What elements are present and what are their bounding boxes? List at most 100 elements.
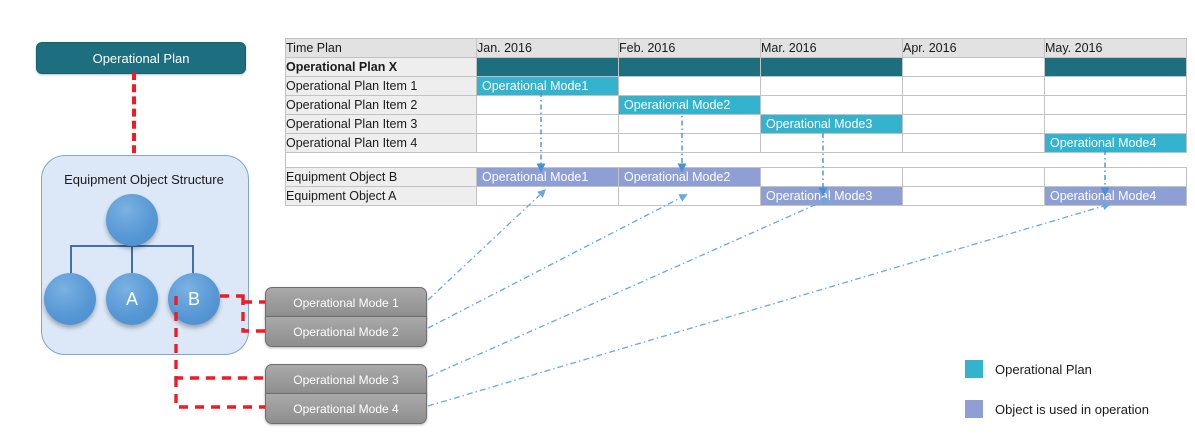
gantt-bar-head[interactable]: [761, 58, 902, 76]
equipment-node-b[interactable]: B: [168, 273, 220, 325]
gantt-bar-label: Operational Mode1: [482, 79, 589, 93]
gantt-bar-head[interactable]: [619, 58, 760, 76]
table-spacer-cell: [476, 152, 619, 168]
gantt-bar-obj[interactable]: Operational Mode2: [619, 168, 760, 186]
equipment-node-child-1[interactable]: [44, 273, 96, 325]
gantt-bar-obj[interactable]: Operational Mode1: [477, 168, 618, 186]
equipment-object-structure-title: Equipment Object Structure: [64, 172, 224, 187]
operational-mode-3-box[interactable]: Operational Mode 3: [265, 364, 427, 395]
gantt-bar-plan[interactable]: Operational Mode3: [761, 115, 902, 133]
equipment-node-b-label: B: [187, 288, 200, 309]
table-row[interactable]: Operational Plan Item 2 Operational Mode2: [285, 95, 1187, 115]
gantt-bar-label: Operational Mode1: [482, 170, 589, 184]
operational-mode-4-box[interactable]: Operational Mode 4: [265, 393, 427, 424]
gantt-bar-label: Operational Mode2: [624, 170, 731, 184]
arrow-mode2-to-objectB-feb: [427, 194, 688, 329]
operational-mode-2-label: Operational Mode 2: [293, 324, 399, 339]
table-cell[interactable]: [1044, 167, 1187, 187]
table-cell[interactable]: [760, 95, 903, 115]
table-cell[interactable]: [618, 114, 761, 134]
table-header-row: Time Plan Jan. 2016 Feb. 2016 Mar. 2016 …: [285, 38, 1187, 58]
row-label: Operational Plan Item 1: [285, 76, 477, 96]
operational-mode-1-box[interactable]: Operational Mode 1: [265, 287, 427, 318]
table-cell[interactable]: [618, 186, 761, 206]
table-cell[interactable]: Operational Mode1: [476, 76, 619, 96]
equipment-node-a[interactable]: A: [106, 273, 158, 325]
row-label: Operational Plan Item 4: [285, 133, 477, 153]
table-cell[interactable]: [476, 186, 619, 206]
gantt-bar-plan[interactable]: Operational Mode4: [1045, 134, 1186, 152]
equipment-node-root[interactable]: [106, 194, 158, 246]
table-cell[interactable]: [618, 57, 761, 77]
table-spacer-cell: [618, 152, 761, 168]
table-cell[interactable]: [476, 95, 619, 115]
table-cell[interactable]: [1044, 76, 1187, 96]
row-label: Operational Plan Item 3: [285, 114, 477, 134]
table-cell[interactable]: [1044, 114, 1187, 134]
gantt-bar-label: Operational Mode4: [1050, 136, 1157, 150]
column-header-may: May. 2016: [1044, 38, 1187, 58]
table-cell[interactable]: [1044, 95, 1187, 115]
gantt-bar-head[interactable]: [1045, 58, 1186, 76]
gantt-bar-obj[interactable]: Operational Mode3: [761, 187, 902, 205]
operational-mode-2-box[interactable]: Operational Mode 2: [265, 316, 427, 347]
table-cell[interactable]: Operational Mode4: [1044, 186, 1187, 206]
gantt-bar-plan[interactable]: Operational Mode1: [477, 77, 618, 95]
legend: Operational Plan Object is used in opera…: [965, 360, 1149, 440]
row-label: Operational Plan Item 2: [285, 95, 477, 115]
table-row[interactable]: Operational Plan X: [285, 57, 1187, 77]
gantt-bar-label: Operational Mode4: [1050, 189, 1157, 203]
table-row[interactable]: Operational Plan Item 3 Operational Mode3: [285, 114, 1187, 134]
table-cell[interactable]: [618, 76, 761, 96]
table-row[interactable]: Operational Plan Item 1 Operational Mode1: [285, 76, 1187, 96]
tree-line-left-branch: [70, 245, 72, 273]
table-row[interactable]: Operational Plan Item 4 Operational Mode4: [285, 133, 1187, 153]
arrow-mode3-to-objectA-mar: [427, 197, 830, 378]
table-cell[interactable]: [902, 95, 1045, 115]
table-cell[interactable]: [476, 133, 619, 153]
legend-label-operational-plan: Operational Plan: [995, 361, 1092, 377]
table-cell[interactable]: [1044, 57, 1187, 77]
table-corner-label: Time Plan: [285, 38, 477, 58]
table-cell[interactable]: [760, 76, 903, 96]
operational-mode-1-label: Operational Mode 1: [293, 295, 399, 310]
row-label: Equipment Object B: [285, 167, 477, 187]
gantt-bar-head[interactable]: [477, 58, 618, 76]
table-cell[interactable]: Operational Mode4: [1044, 133, 1187, 153]
gantt-bar-plan[interactable]: Operational Mode2: [619, 96, 760, 114]
arrow-mode1-to-objectB-jan: [427, 189, 547, 301]
table-cell[interactable]: [618, 133, 761, 153]
table-cell[interactable]: [760, 57, 903, 77]
table-cell[interactable]: Operational Mode2: [618, 95, 761, 115]
column-header-mar: Mar. 2016: [760, 38, 903, 58]
table-row[interactable]: Equipment Object B Operational Mode1 Opera…: [285, 167, 1187, 187]
tree-line-right-branch: [192, 245, 194, 273]
table-cell[interactable]: [902, 133, 1045, 153]
column-header-apr: Apr. 2016: [902, 38, 1045, 58]
gantt-bar-label: Operational Mode3: [766, 117, 873, 131]
legend-swatch-operational-plan: [965, 360, 983, 378]
column-header-feb: Feb. 2016: [618, 38, 761, 58]
operational-plan-box-label: Operational Plan: [92, 50, 190, 66]
table-cell[interactable]: Operational Mode3: [760, 114, 903, 134]
legend-item-operational-plan: Operational Plan: [965, 360, 1149, 378]
operational-plan-box[interactable]: Operational Plan: [36, 42, 246, 74]
table-cell[interactable]: [902, 76, 1045, 96]
table-cell[interactable]: [902, 167, 1045, 187]
table-cell[interactable]: Operational Mode1: [476, 167, 619, 187]
red-link-a-mode4: [174, 378, 265, 409]
table-cell[interactable]: [902, 186, 1045, 206]
gantt-bar-label: Operational Mode2: [624, 98, 731, 112]
legend-swatch-object-used: [965, 400, 983, 418]
table-cell[interactable]: [760, 133, 903, 153]
gantt-bar-obj[interactable]: Operational Mode4: [1045, 187, 1186, 205]
table-cell[interactable]: [902, 57, 1045, 77]
table-cell[interactable]: [760, 167, 903, 187]
table-cell[interactable]: Operational Mode2: [618, 167, 761, 187]
table-cell[interactable]: Operational Mode3: [760, 186, 903, 206]
table-cell[interactable]: [476, 114, 619, 134]
table-cell[interactable]: [902, 114, 1045, 134]
table-cell[interactable]: [476, 57, 619, 77]
